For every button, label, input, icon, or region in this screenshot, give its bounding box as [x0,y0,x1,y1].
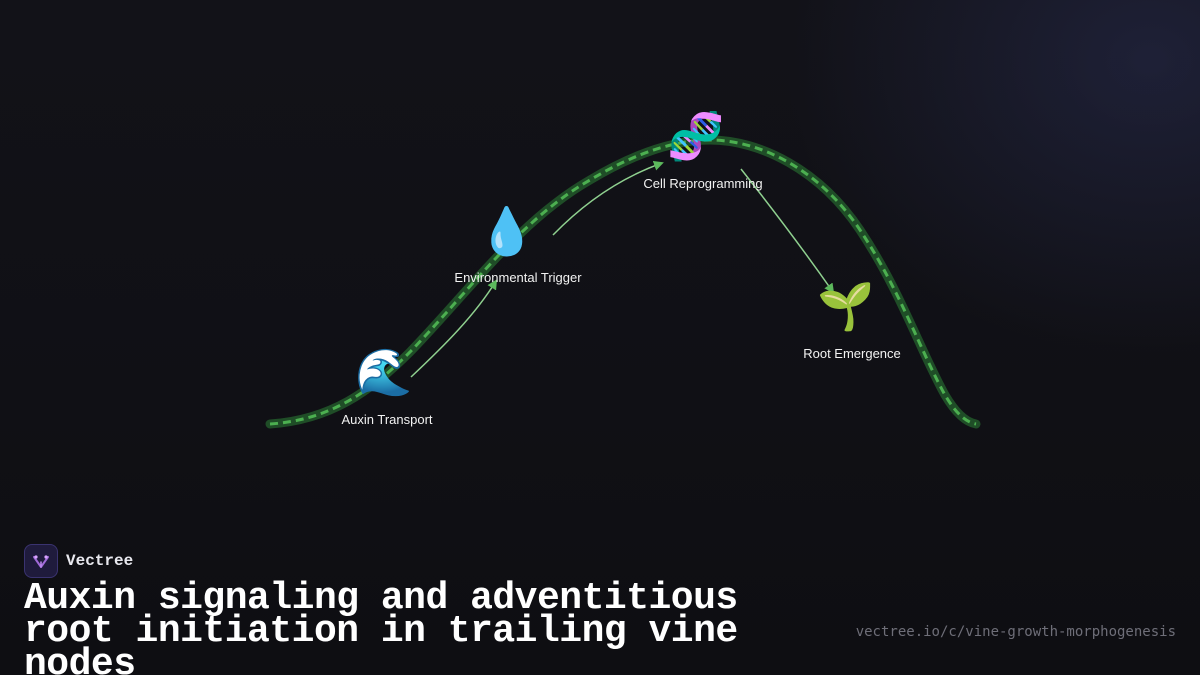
seedling-icon: 🌱 [817,279,874,333]
arrow-trigger-to-reprogramming [552,160,664,236]
source-url[interactable]: vectree.io/c/vine-growth-morphogenesis [855,624,1176,640]
vectree-logo-icon [24,544,58,578]
node-cell-reprogramming: 🧬 Cell Reprogramming [643,108,762,191]
node-label: Root Emergence [803,346,901,361]
arrow-auxin-to-trigger [410,279,498,378]
node-root-emergence: 🌱 Root Emergence [803,279,901,361]
page-title: Auxin signaling and adventitious root in… [24,577,738,675]
brand: Vectree [24,544,133,578]
node-label: Auxin Transport [341,412,432,427]
node-label: Environmental Trigger [454,270,582,285]
node-label: Cell Reprogramming [643,176,762,191]
brand-name: Vectree [66,552,134,570]
droplet-icon: 💧 [478,204,535,258]
arrow-reprogramming-to-emergence [740,168,835,294]
dna-icon: 🧬 [667,108,724,164]
node-environmental-trigger: 💧 Environmental Trigger [454,204,582,285]
vine-stem-dash [269,138,977,426]
wave-icon: 🌊 [355,345,412,399]
node-auxin-transport: 🌊 Auxin Transport [341,345,432,427]
